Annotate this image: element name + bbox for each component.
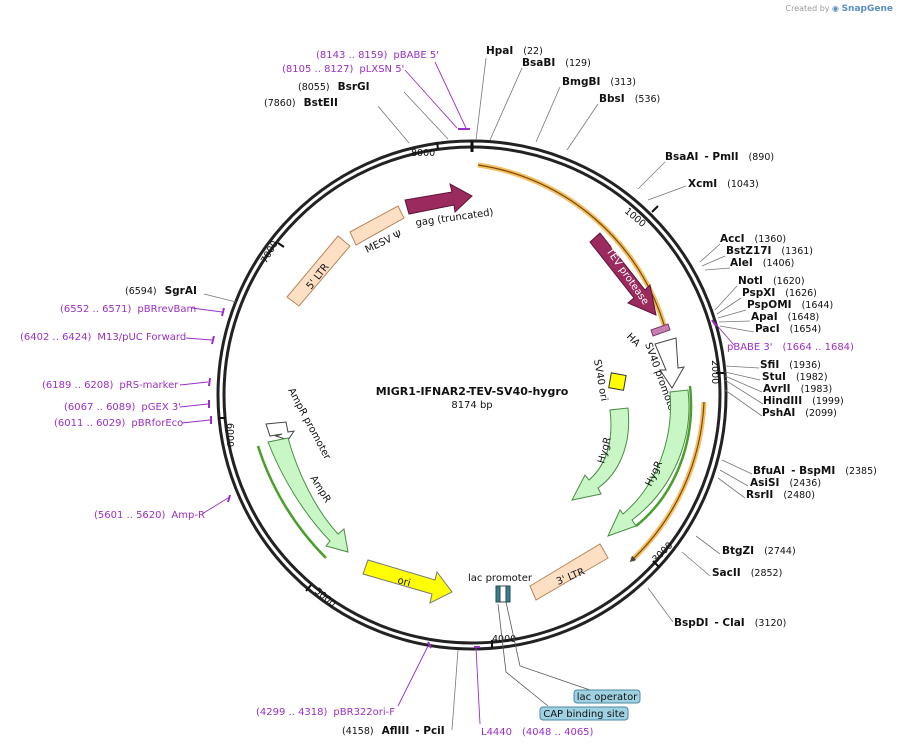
watermark-prefix: Created by bbox=[785, 4, 830, 13]
orf-arc-right-line bbox=[629, 401, 705, 563]
site-noti: NotI(1620) bbox=[738, 275, 805, 287]
primer-pbabe5: (8143 .. 8159)pBABE 5' bbox=[316, 50, 439, 61]
ticks bbox=[218, 141, 724, 648]
primer-marks bbox=[208, 128, 717, 649]
site-sgrai: (6594)SgrAI bbox=[125, 285, 197, 297]
site-asisi: AsiSI(2436) bbox=[750, 477, 821, 489]
lac-promoter-label: lac promoter bbox=[468, 573, 533, 584]
site-leaders bbox=[203, 57, 764, 731]
site-xcmi: XcmI(1043) bbox=[688, 178, 759, 190]
snapgene-watermark: Created by ◉ SnapGene bbox=[785, 4, 893, 14]
plasmid-size: 8174 bp bbox=[451, 400, 492, 411]
site-bfuai-bspmi: BfuAI- BspMI(2385) bbox=[753, 465, 877, 477]
primer-plxsn5: (8105 .. 8127)pLXSN 5' bbox=[282, 64, 404, 75]
ampr-promoter-feature bbox=[265, 421, 296, 441]
site-rsrii: RsrII(2480) bbox=[746, 489, 815, 501]
site-bsaai-pmli: BsaAI- PmlI(890) bbox=[665, 151, 774, 163]
site-hindiii: HindIII(1999) bbox=[763, 395, 844, 407]
site-bsrgi: (8055)BsrGI bbox=[298, 81, 370, 93]
hygr-inner-feature bbox=[571, 407, 630, 501]
sv40-ori-label: SV40 ori bbox=[591, 359, 609, 402]
sv40-ori-feature bbox=[608, 372, 627, 391]
cap-site-tag: CAP binding site bbox=[543, 709, 625, 720]
ori-feature bbox=[362, 559, 453, 604]
cap-site-feature bbox=[505, 585, 511, 603]
primer-m13-puc-forward: (6402 .. 6424)M13/pUC Forward bbox=[20, 332, 186, 343]
site-pspxi: PspXI(1626) bbox=[742, 287, 817, 299]
primer-l4440: L4440(4048 .. 4065) bbox=[481, 727, 594, 738]
primer-pbrforeco: (6011 .. 6029)pBRforEco bbox=[54, 418, 183, 429]
tick-label-5000: 5000 bbox=[312, 586, 338, 610]
site-hpai: HpaI(22) bbox=[486, 45, 543, 57]
3-ltr-feature bbox=[529, 543, 609, 601]
site-btgzi: BtgZI(2744) bbox=[722, 545, 796, 557]
primer-prs-marker: (6189 .. 6208)pRS-marker bbox=[42, 380, 179, 391]
site-bsteii: (7860)BstEII bbox=[264, 97, 338, 109]
tag-leaders bbox=[497, 601, 591, 707]
site-bstz17i: BstZ17I(1361) bbox=[726, 245, 813, 257]
site-acci: AccI(1360) bbox=[720, 233, 786, 245]
sv40-promoter-feature bbox=[654, 337, 685, 389]
plasmid-name: MIGR1-IFNAR2-TEV-SV40-hygro bbox=[376, 385, 569, 398]
primer-amp-r: (5601 .. 5620)Amp-R bbox=[94, 510, 205, 521]
site-bspdi-clai: BspDI- ClaI(3120) bbox=[674, 617, 786, 629]
lac-operator-feature bbox=[495, 585, 501, 603]
cap-site-tag-box bbox=[539, 706, 629, 721]
site-bmgbi: BmgBI(313) bbox=[562, 76, 636, 88]
primer-pbabe3: pBABE 3'(1664 .. 1684) bbox=[727, 342, 854, 353]
site-paci: PacI(1654) bbox=[755, 323, 821, 335]
site-bsabi: BsaBI(129) bbox=[522, 57, 591, 69]
site-afliii-pcii: (4158)AflIII- PciI bbox=[342, 725, 445, 737]
site-sacii: SacII(2852) bbox=[712, 567, 782, 579]
primer-pbr322ori-f: (4299 .. 4318)pBR322ori-F bbox=[256, 707, 395, 718]
site-pshai: PshAI(2099) bbox=[762, 407, 837, 419]
primer-pbrrevbam: (6552 .. 6571)pBRrevBam bbox=[60, 304, 196, 315]
hygr-outer-feature bbox=[607, 389, 690, 537]
site-avrii: AvrII(1983) bbox=[763, 383, 832, 395]
gag-feature bbox=[404, 183, 473, 215]
tick-label-8000: 8000 bbox=[411, 148, 435, 159]
site-apai: ApaI(1648) bbox=[751, 311, 819, 323]
hygr-outer-stripe bbox=[635, 385, 693, 527]
site-sfii: SfiI(1936) bbox=[760, 359, 821, 371]
site-stui: StuI(1982) bbox=[762, 371, 828, 383]
ampr-promoter-label: AmpR promoter bbox=[285, 386, 332, 462]
site-bbsi: BbsI(536) bbox=[599, 93, 660, 105]
ampr-stripe bbox=[256, 445, 327, 559]
primer-pgex3: (6067 .. 6089)pGEX 3' bbox=[64, 402, 181, 413]
mesv-psi-feature bbox=[349, 205, 405, 246]
tev-protease-feature bbox=[589, 232, 657, 316]
tick-label-6000: 6000 bbox=[224, 423, 235, 447]
tick-label-2000: 2000 bbox=[709, 360, 720, 384]
ampr-feature bbox=[267, 437, 349, 553]
5-ltr-feature bbox=[286, 235, 351, 307]
site-pspomi: PspOMI(1644) bbox=[747, 299, 833, 311]
primer-leaders bbox=[179, 61, 735, 725]
lac-operator-tag-box bbox=[573, 689, 641, 704]
ha-feature bbox=[650, 323, 671, 337]
ha-label: HA bbox=[624, 331, 642, 349]
lac-operator-tag: lac operator bbox=[577, 692, 638, 703]
ori-label: ori bbox=[396, 575, 411, 589]
watermark-brand: SnapGene bbox=[841, 4, 893, 14]
tick-label-4000: 4000 bbox=[492, 634, 516, 645]
snapgene-logo-icon: ◉ bbox=[832, 4, 840, 13]
site-alei: AleI(1406) bbox=[730, 257, 794, 269]
